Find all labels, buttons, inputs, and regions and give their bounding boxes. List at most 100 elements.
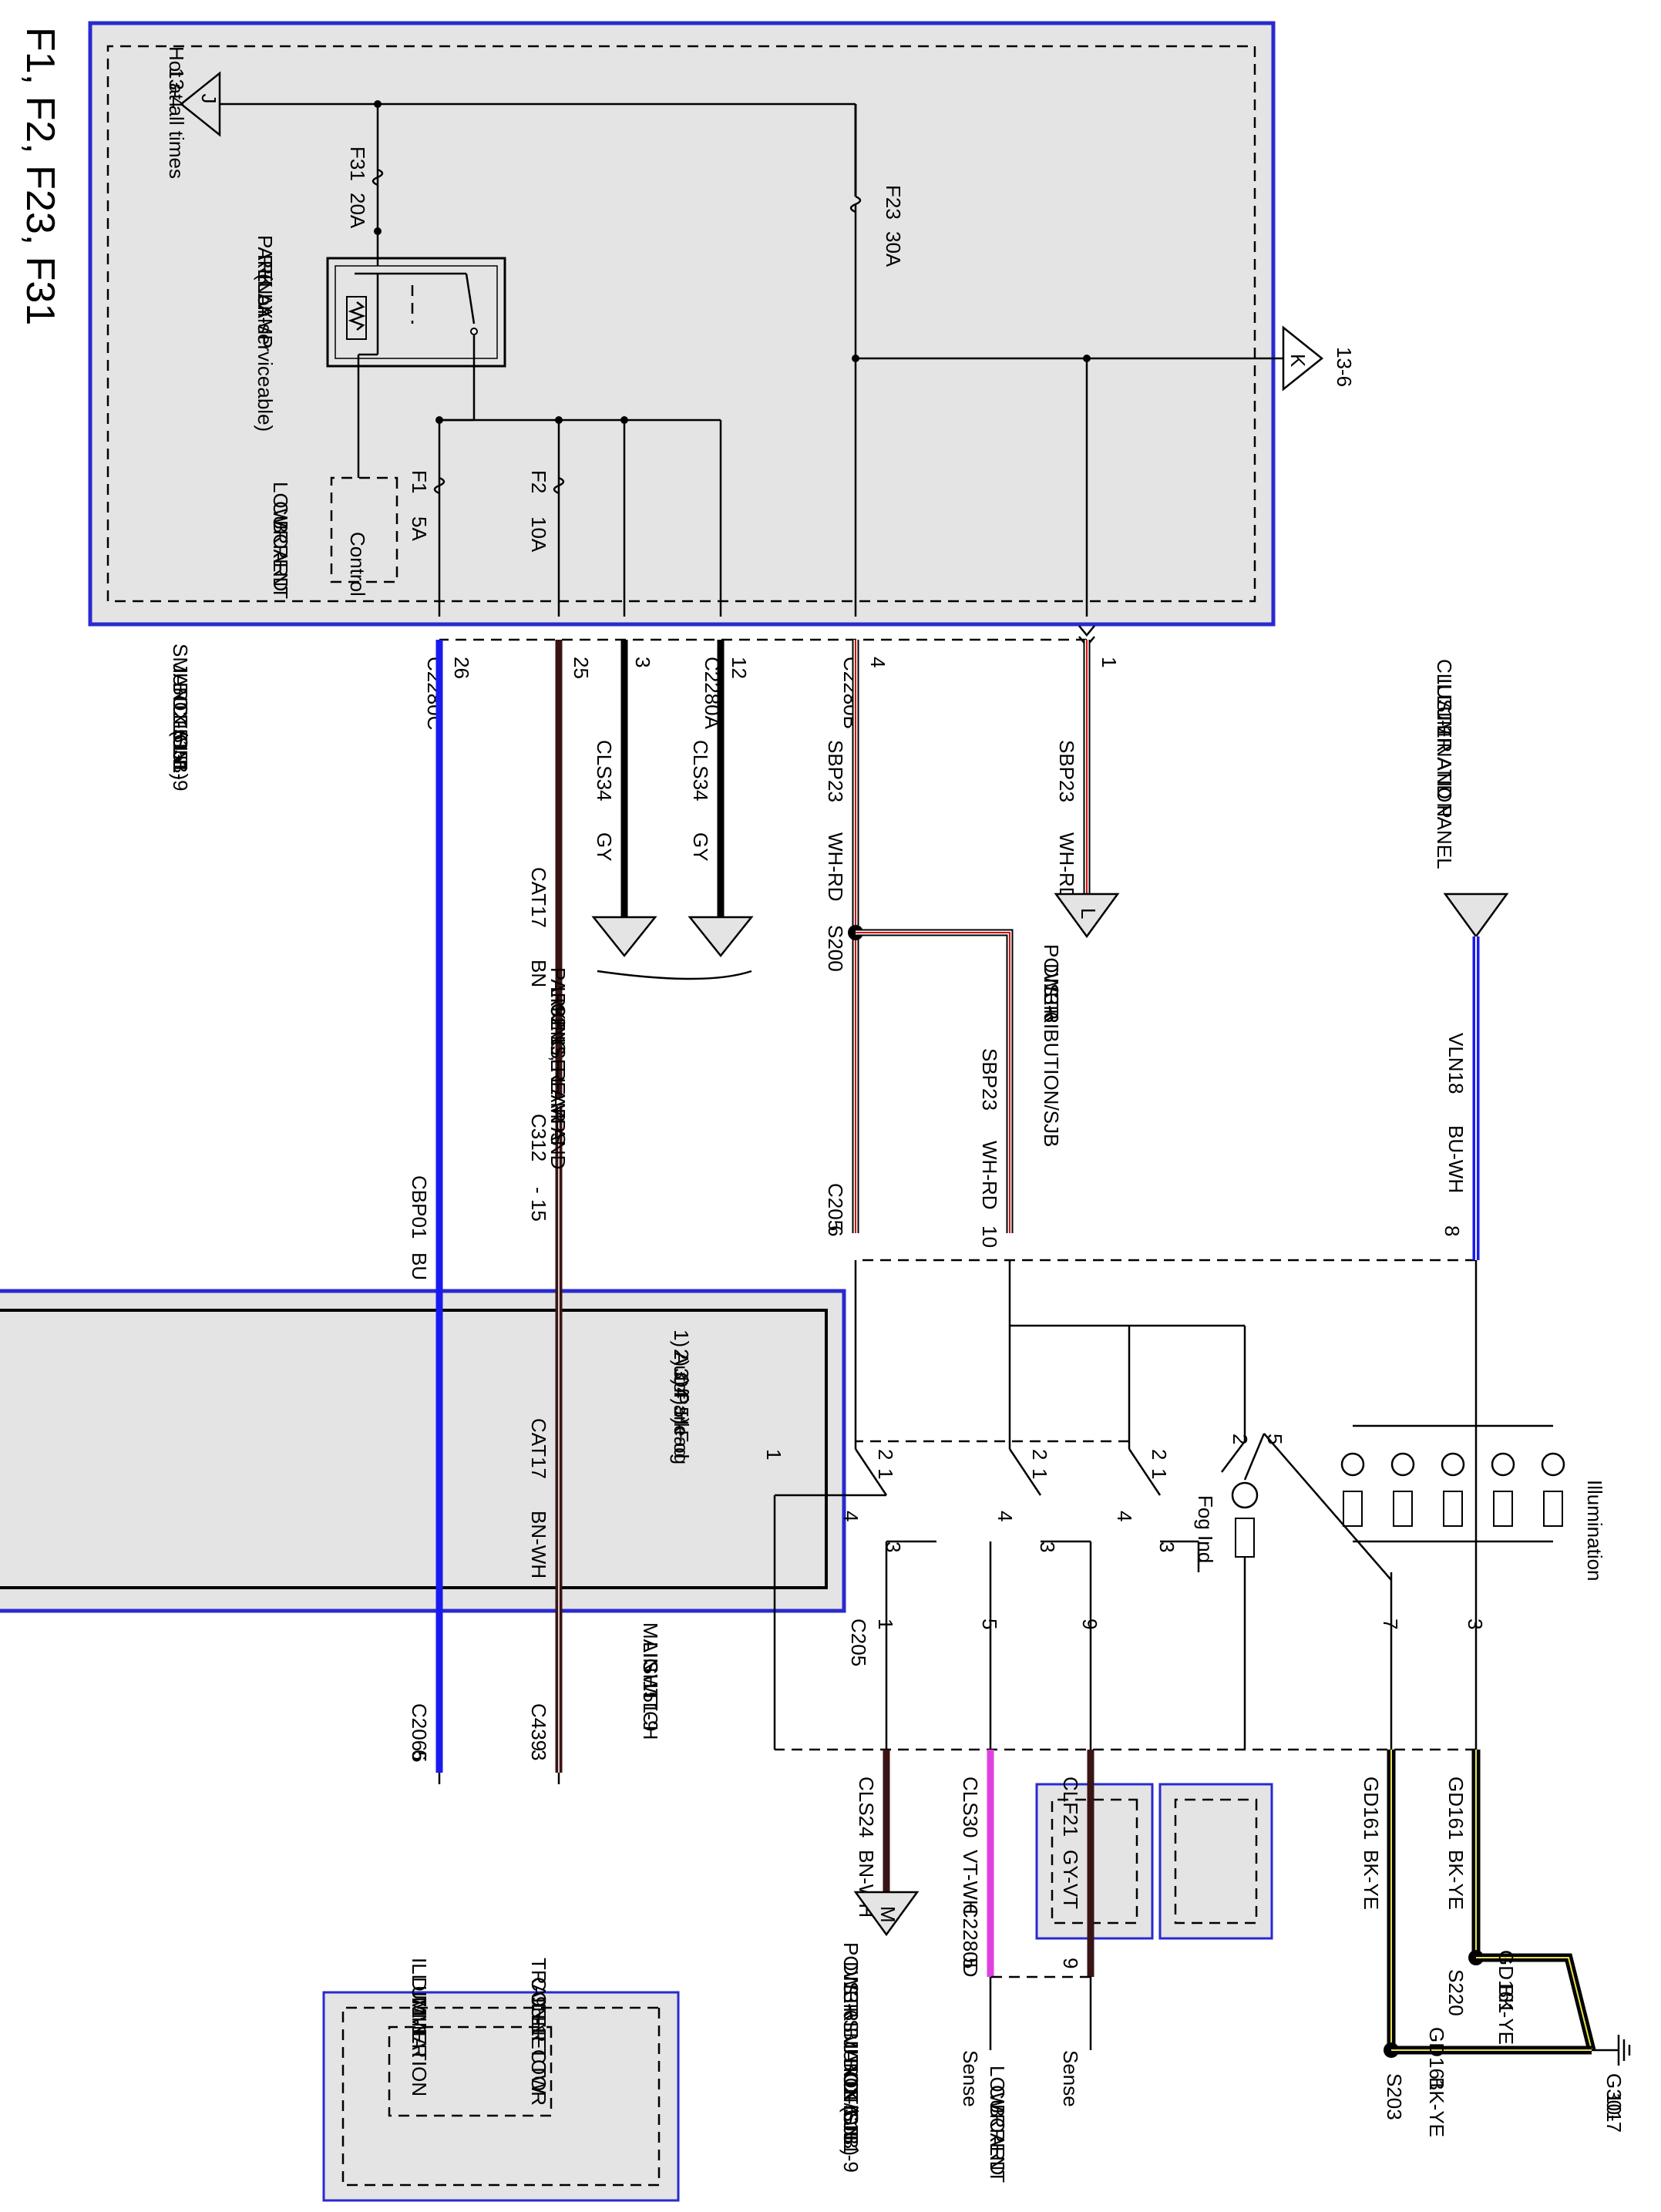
k-pin: K bbox=[1286, 354, 1310, 368]
cluster-label-3: 71-1 bbox=[1433, 698, 1456, 738]
g301-label-2: 10-7 bbox=[1602, 2093, 1626, 2133]
f31-rating: 20A bbox=[346, 193, 369, 229]
cls24-id: CLS24 bbox=[855, 1777, 878, 1838]
mls-name-1: MAIN bbox=[639, 1622, 662, 1672]
s220-label: S220 bbox=[1444, 1969, 1468, 2016]
contact-2d: 2 bbox=[1229, 1434, 1252, 1444]
smart-junction-box-bottom bbox=[322, 1991, 680, 2202]
f23-fuse bbox=[849, 195, 862, 213]
cluster-connector bbox=[1443, 893, 1509, 939]
relay-label-1: PARK LAMP bbox=[254, 235, 277, 348]
f31-label: F31 bbox=[346, 146, 369, 181]
sbp23-b-color: WH-RD bbox=[824, 832, 847, 902]
relay-coil bbox=[346, 296, 367, 340]
cls34-b-color: GY bbox=[593, 832, 616, 862]
sjb-top-name-3: BOX (SJB) bbox=[169, 682, 192, 780]
illumination-bank bbox=[1340, 1424, 1565, 1543]
mls-name-2: LIGHT bbox=[639, 1642, 662, 1701]
gd161-d-color: BK-YE bbox=[1425, 2077, 1448, 2137]
pdist-m-pin: M bbox=[876, 1906, 899, 1923]
c205-bottom-label: C205 bbox=[847, 1619, 870, 1666]
cls34-b-id: CLS34 bbox=[593, 740, 616, 802]
cls34-a-color: GY bbox=[689, 832, 712, 862]
park-lamp-relay bbox=[326, 257, 506, 368]
switch-position-auto: 1) Auto bbox=[670, 1330, 693, 1393]
switch-position-fog: 5) Fog bbox=[670, 1407, 693, 1464]
lamps-label-1: PARKING, REAR AND bbox=[546, 967, 570, 1169]
contact-4c: 4 bbox=[1113, 1511, 1136, 1521]
low-current-board-top bbox=[330, 476, 398, 583]
lamps-connector-a bbox=[688, 916, 754, 958]
sjb-top-name-6: 151-9 bbox=[169, 740, 192, 792]
sbp23-c-id: SBP23 bbox=[978, 1048, 1001, 1111]
sjb-top-name-1: SMART bbox=[169, 644, 192, 714]
gd161-b-id: GD161 bbox=[1360, 1777, 1383, 1840]
cbp01-color: BU bbox=[408, 1252, 431, 1280]
pdist-l-connector bbox=[1054, 893, 1120, 939]
contact-1a: 1 bbox=[874, 1468, 897, 1479]
trailer-label-2: CONNECTOR bbox=[527, 1977, 550, 2106]
lcb-bottom-label-3: BOARD bbox=[986, 2104, 1009, 2175]
cls30-color: VT-WH bbox=[959, 1850, 982, 1914]
gd161-c-wire bbox=[1476, 1953, 1596, 2052]
trailer-tow-connector-box bbox=[1035, 1783, 1154, 1940]
contact-2b: 2 bbox=[1028, 1449, 1051, 1460]
sense-label-a: Sense bbox=[959, 2050, 982, 2107]
cat17-top-color: BN bbox=[527, 960, 550, 987]
pdist-l-label-3: 13-6 bbox=[1040, 983, 1063, 1023]
pdist-l-pin: L bbox=[1077, 908, 1100, 919]
lcb-label-1: LOW bbox=[269, 482, 292, 528]
lcb-label-3: BOARD bbox=[269, 520, 292, 591]
switch-position-off: 2) Off bbox=[670, 1349, 693, 1399]
cluster-label-1: CLUSTER AND PANEL bbox=[1433, 659, 1456, 869]
f1-rating: 5A bbox=[408, 516, 431, 541]
switch-position-head: 4) Head bbox=[670, 1387, 693, 1459]
contact-3b: 3 bbox=[1036, 1541, 1059, 1552]
pdist-l-label-2: DISTRIBUTION/SJB bbox=[1040, 963, 1063, 1147]
mls-name-4: 151-9 bbox=[639, 1680, 662, 1732]
illumination-dimmer-box bbox=[1158, 1783, 1273, 1940]
c2280c-pin-26: 26 bbox=[450, 657, 473, 679]
switch-position-park: 3) Park bbox=[670, 1368, 693, 1434]
f2-fuse bbox=[553, 476, 565, 495]
f23-label: F23 bbox=[882, 185, 905, 220]
pdist-l-label-1: POWER bbox=[1040, 944, 1063, 1020]
c2065-pin: 6 bbox=[408, 1750, 431, 1760]
trailer-label-1: TRAILER TOW bbox=[527, 1958, 550, 2094]
gd161-c-color: BK-YE bbox=[1495, 1985, 1518, 2045]
f23-rating: 30A bbox=[882, 231, 905, 267]
pdist-m-label-2: DISTRIBUTION/SJB bbox=[839, 1962, 862, 2145]
gd161-a-id: GD161 bbox=[1444, 1777, 1468, 1840]
illumination-dimmer-inner bbox=[1174, 1798, 1258, 1925]
contact-3c: 3 bbox=[1155, 1541, 1179, 1552]
cbp01-id: CBP01 bbox=[408, 1175, 431, 1239]
cls34-a-id: CLS34 bbox=[689, 740, 712, 802]
f2-label: F2 bbox=[527, 470, 550, 493]
hot-pin-j: J bbox=[197, 94, 220, 104]
main-light-switch-box bbox=[0, 1289, 846, 1613]
c205-pin-6: 6 bbox=[824, 1225, 847, 1236]
gd161-d-id: GD161 bbox=[1425, 2027, 1448, 2090]
c2280c-pin-25: 25 bbox=[570, 657, 593, 679]
c2280b-pin-1: 1 bbox=[1098, 657, 1121, 667]
pdist-m-label-3: 13-6 bbox=[839, 1981, 862, 2021]
sjb-bottom-inner bbox=[341, 2006, 661, 2187]
gd161-a-color: BK-YE bbox=[1444, 1850, 1468, 1910]
c205-bottom-pin-9: 9 bbox=[1078, 1619, 1101, 1629]
dimmer-label-1: ILLUMINATION bbox=[408, 1958, 431, 2096]
c2065-label: C2065 bbox=[408, 1703, 431, 1763]
contact-5: 5 bbox=[1263, 1434, 1286, 1444]
lamps-connector-b bbox=[591, 916, 657, 958]
lcb-bottom-label-2: CURRENT bbox=[986, 2085, 1009, 2183]
k-ref: 13-6 bbox=[1333, 347, 1356, 387]
sbp23-b-id: SBP23 bbox=[824, 740, 847, 802]
sjb-bottom-name-2: JUNCTION bbox=[839, 2039, 862, 2140]
contact-2c: 2 bbox=[1148, 1449, 1171, 1460]
cluster-label-2: ILLUMINATION bbox=[1433, 678, 1456, 817]
ground-g301-symbol bbox=[1592, 2035, 1631, 2066]
c2280a-pin-3: 3 bbox=[631, 657, 654, 667]
lcb-control-label: Control bbox=[346, 532, 369, 597]
